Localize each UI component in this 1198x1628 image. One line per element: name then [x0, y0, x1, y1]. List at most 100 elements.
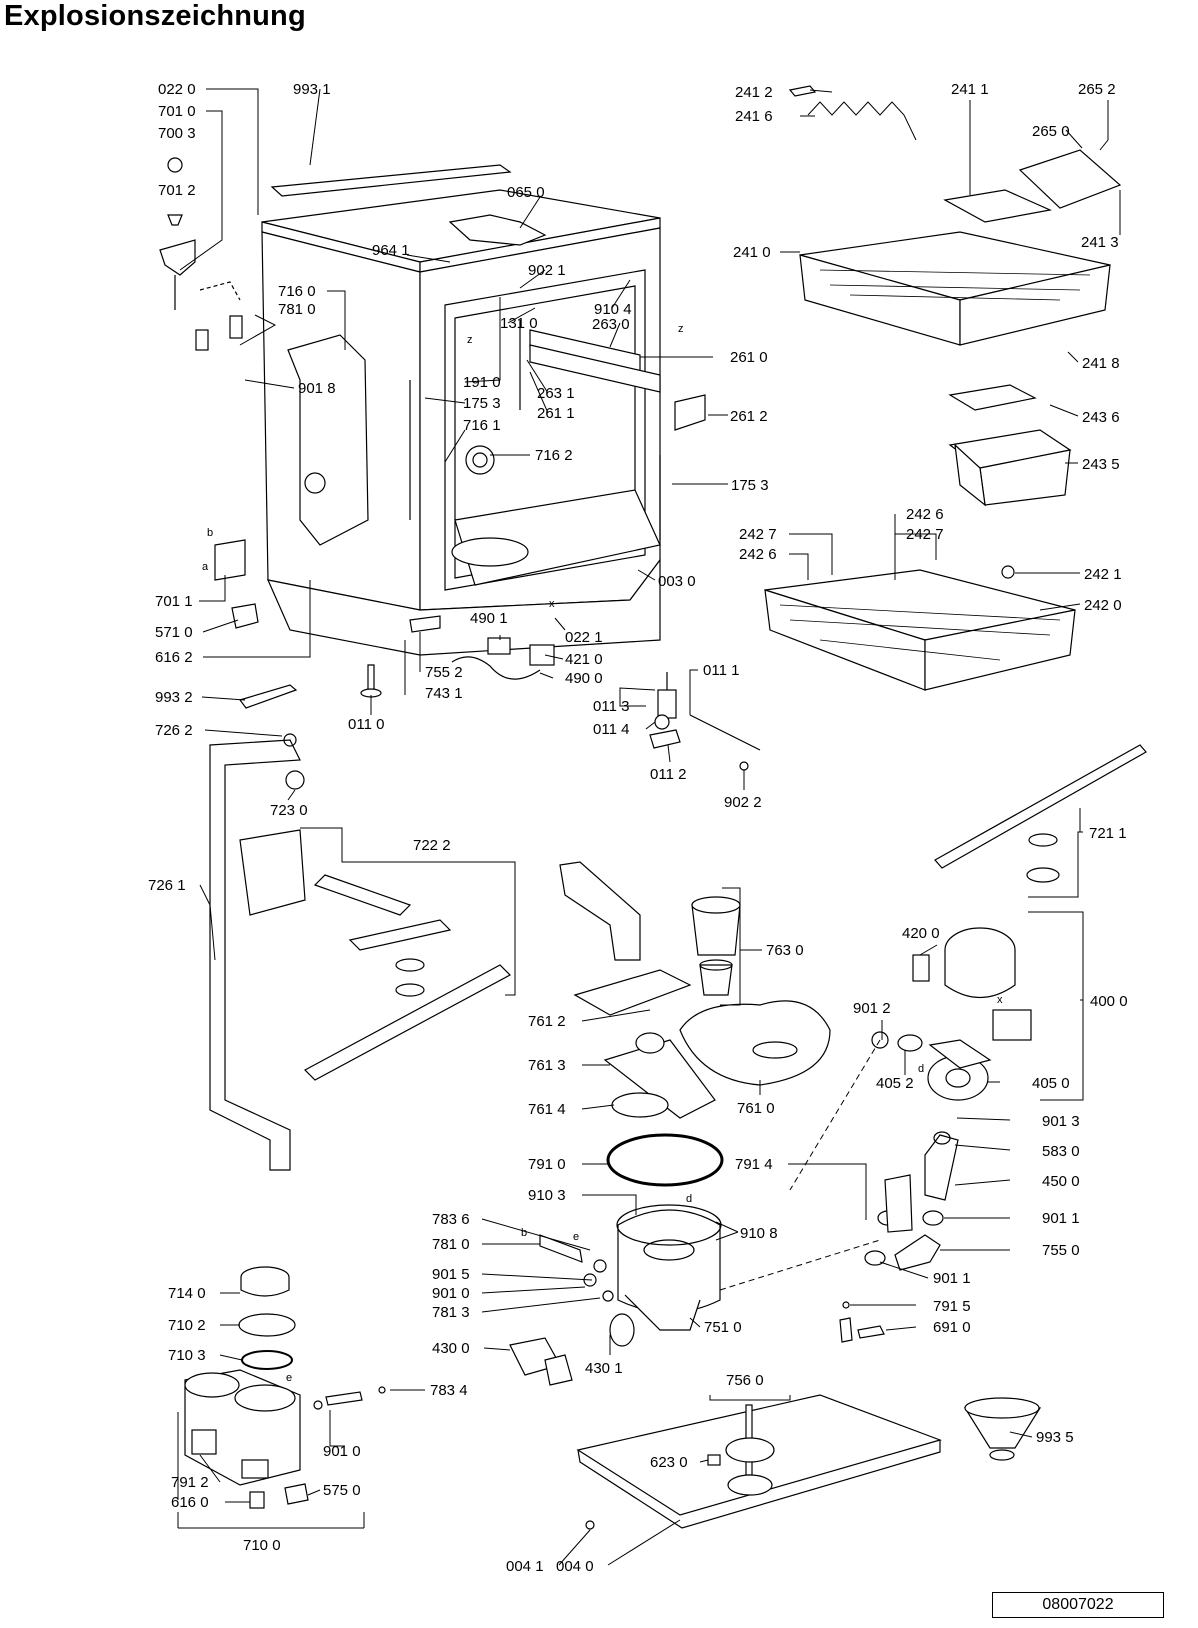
part-label: 791 5 — [933, 1298, 971, 1315]
part-label: 450 0 — [1042, 1173, 1080, 1190]
part-label: 430 0 — [432, 1340, 470, 1357]
part-label: 004 1 — [506, 1558, 544, 1575]
part-label: 901 1 — [933, 1270, 971, 1287]
part-label: 261 2 — [730, 408, 768, 425]
callout-letter: b — [207, 527, 213, 539]
part-label: 011 2 — [650, 766, 686, 783]
part-label: 490 0 — [565, 670, 603, 687]
part-label: 700 3 — [158, 125, 196, 142]
part-label: 781 3 — [432, 1304, 470, 1321]
part-label: 910 4 — [594, 301, 632, 318]
circulation-pump — [871, 927, 1032, 1101]
part-label: 721 1 — [1089, 825, 1127, 842]
part-label: 405 2 — [876, 1075, 914, 1092]
callout-letter: z — [467, 334, 473, 346]
part-label: 701 1 — [155, 593, 193, 610]
part-label: 241 8 — [1082, 355, 1120, 372]
part-label: 011 1 — [703, 662, 739, 679]
part-label: 265 0 — [1032, 123, 1070, 140]
callout-letter: z — [678, 323, 684, 335]
part-label: 910 3 — [528, 1187, 566, 1204]
part-label: 901 0 — [323, 1443, 361, 1460]
cutlery-basket — [948, 384, 1072, 507]
callout-letter: d — [918, 1063, 924, 1075]
part-label: 783 4 — [430, 1382, 468, 1399]
part-label: 623 0 — [650, 1454, 688, 1471]
part-label: 175 3 — [731, 477, 769, 494]
part-label: 716 2 — [535, 447, 573, 464]
part-label: 755 0 — [1042, 1242, 1080, 1259]
part-label: 490 1 — [470, 610, 508, 627]
callout-letter: b — [521, 1227, 527, 1239]
part-label: 243 5 — [1082, 456, 1120, 473]
part-label: 242 1 — [1084, 566, 1122, 583]
part-label: 723 0 — [270, 802, 308, 819]
part-label: 691 0 — [933, 1319, 971, 1336]
part-label: 616 2 — [155, 649, 193, 666]
part-label: 902 2 — [724, 794, 762, 811]
part-label: 065 0 — [507, 184, 545, 201]
part-label: 616 0 — [171, 1494, 209, 1511]
part-label: 261 0 — [730, 349, 768, 366]
part-label: 241 3 — [1081, 234, 1119, 251]
part-label: 421 0 — [565, 651, 603, 668]
part-label: 901 1 — [1042, 1210, 1080, 1227]
part-label: 901 0 — [432, 1285, 470, 1302]
document-number: 08007022 — [992, 1592, 1164, 1618]
part-label: 763 0 — [766, 942, 804, 959]
part-label: 261 1 — [537, 405, 575, 422]
part-label: 716 0 — [278, 283, 316, 300]
page-title: Explosionszeichnung — [4, 0, 306, 32]
cabinet-tub — [159, 157, 761, 771]
part-label: 242 6 — [739, 546, 777, 563]
part-label: 242 7 — [906, 526, 944, 543]
part-label: 901 3 — [1042, 1113, 1080, 1130]
part-label: 710 2 — [168, 1317, 206, 1334]
part-label: 571 0 — [155, 624, 193, 641]
part-label: 175 3 — [463, 395, 501, 412]
part-label: 751 0 — [704, 1319, 742, 1336]
part-label: 901 5 — [432, 1266, 470, 1283]
part-label: 011 3 — [593, 698, 629, 715]
part-label: 761 3 — [528, 1057, 566, 1074]
part-label: 011 0 — [348, 716, 384, 733]
part-label: 263 1 — [537, 385, 575, 402]
left-supply-pipe — [209, 733, 511, 1171]
part-label: 405 0 — [1032, 1075, 1070, 1092]
part-label: 761 2 — [528, 1013, 566, 1030]
part-label: 022 1 — [565, 629, 603, 646]
part-label: 716 1 — [463, 417, 501, 434]
part-label: 993 1 — [293, 81, 331, 98]
part-label: 761 4 — [528, 1101, 566, 1118]
part-label: 714 0 — [168, 1285, 206, 1302]
part-label: 791 2 — [171, 1474, 209, 1491]
part-label: 964 1 — [372, 242, 410, 259]
part-label: 583 0 — [1042, 1143, 1080, 1160]
part-label: 430 1 — [585, 1360, 623, 1377]
part-label: 701 2 — [158, 182, 196, 199]
part-label: 781 0 — [432, 1236, 470, 1253]
callout-letter: x — [997, 994, 1003, 1006]
part-label: 993 5 — [1036, 1429, 1074, 1446]
part-label: 710 0 — [243, 1537, 281, 1554]
leader-lines — [177, 88, 1121, 1566]
part-label: 243 6 — [1082, 409, 1120, 426]
part-label: 743 1 — [425, 685, 463, 702]
part-label: 701 0 — [158, 103, 196, 120]
part-label: 755 2 — [425, 664, 463, 681]
upper-basket — [788, 85, 1122, 346]
callout-letter: e — [286, 1372, 292, 1384]
part-label: 241 0 — [733, 244, 771, 261]
part-label: 003 0 — [658, 573, 696, 590]
part-label: 781 0 — [278, 301, 316, 318]
part-label: 011 4 — [593, 721, 629, 738]
part-label: 901 2 — [853, 1000, 891, 1017]
part-label: 710 3 — [168, 1347, 206, 1364]
callout-letter: e — [573, 1231, 579, 1243]
part-label: 242 0 — [1084, 597, 1122, 614]
part-label: 791 0 — [528, 1156, 566, 1173]
part-label: 131 0 — [500, 315, 538, 332]
part-label: 791 4 — [735, 1156, 773, 1173]
part-label: 910 8 — [740, 1225, 778, 1242]
callout-letter: x — [549, 598, 555, 610]
